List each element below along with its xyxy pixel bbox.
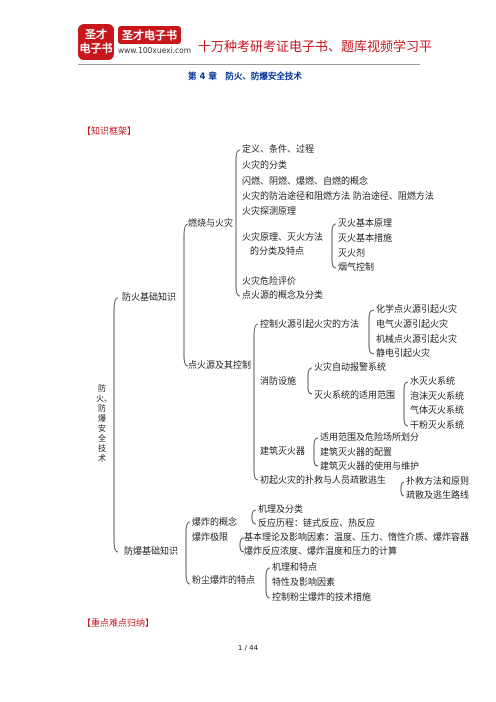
node-alarm: 火灾自动报警系统 bbox=[314, 363, 387, 373]
node-exp-reaction: 反应历程：链式反应、热反应 bbox=[258, 519, 376, 529]
logo-url: www.100xuexi.com bbox=[118, 46, 192, 55]
escape-bracket bbox=[400, 481, 405, 497]
node-dust-mechanism: 机理和特点 bbox=[272, 563, 318, 573]
node-system-scope: 灭火系统的适用范围 bbox=[314, 391, 396, 401]
node-ignition-concept: 点火源的概念及分类 bbox=[242, 291, 324, 301]
node-ext-config: 建筑灭火器的配置 bbox=[320, 448, 393, 458]
node-exp-calc: 爆炸反应浓度、爆炸温度和压力的计算 bbox=[244, 547, 398, 557]
node-definition: 定义、条件、过程 bbox=[242, 145, 315, 155]
node-mech: 机械点火源引起火灾 bbox=[376, 335, 458, 345]
combustion-bracket bbox=[235, 149, 241, 297]
node-ext-agent: 灭火剂 bbox=[338, 249, 366, 259]
node-detection: 火灾探测原理 bbox=[242, 207, 297, 217]
node-powder: 干粉灭火系统 bbox=[410, 421, 465, 431]
node-ext-measure: 灭火基本措施 bbox=[338, 234, 393, 244]
header-slogan: 十万种考研考证电子书、题库视频学习平 bbox=[198, 40, 433, 55]
node-rescue: 扑救方法和原则 bbox=[406, 477, 470, 487]
node-exp-limit: 爆炸极限 bbox=[192, 533, 229, 543]
root-label: 防火、防爆安全技术 bbox=[96, 384, 112, 463]
page-number: 1 / 44 bbox=[237, 644, 259, 652]
node-facility: 消防设施 bbox=[260, 377, 297, 387]
node-ext-principle: 灭火基本原理 bbox=[338, 219, 393, 229]
node-fire-class: 火灾的分类 bbox=[242, 161, 288, 171]
node-prevention: 火灾的防治途径和阻燃方法 防治途径、阻燃方法 bbox=[242, 192, 434, 202]
facility-bracket bbox=[307, 367, 313, 395]
limit-bracket bbox=[239, 537, 245, 553]
node-static: 静电引起火灾 bbox=[376, 349, 431, 359]
system-bracket bbox=[403, 381, 409, 427]
node-dust-factors: 特性及影响因素 bbox=[272, 578, 336, 588]
section-key-points: 【重点难点归纳】 bbox=[82, 619, 155, 629]
node-combustion: 燃烧与火灾 bbox=[188, 219, 234, 229]
node-ext-use: 建筑灭火器的使用与维护 bbox=[320, 462, 420, 472]
logo: 圣才 电子书 圣才电子书 www.100xuexi.com bbox=[78, 24, 191, 60]
node-ext-scope: 适用范围及危险场所划分 bbox=[320, 433, 420, 443]
ignition-bracket bbox=[253, 323, 259, 481]
node-fire-basics: 防火基础知识 bbox=[122, 293, 177, 303]
node-exp-mechanism: 机理及分类 bbox=[258, 505, 304, 515]
dust-bracket bbox=[265, 567, 271, 599]
node-risk: 火灾危险评价 bbox=[242, 277, 297, 287]
section-framework: 【知识框架】 bbox=[82, 127, 137, 137]
node-flash: 闪燃、阴燃、爆燃、自燃的概念 bbox=[242, 177, 369, 187]
node-escape: 初起火灾的扑救与人员疏散逃生 bbox=[260, 476, 387, 486]
node-water: 水灭火系统 bbox=[410, 377, 456, 387]
node-control-method: 控制火源引起火灾的方法 bbox=[260, 320, 360, 330]
node-elec: 电气火源引起火灾 bbox=[376, 320, 449, 330]
chapter-title: 第 4 章 防火、防爆安全技术 bbox=[188, 72, 302, 82]
control-bracket bbox=[368, 309, 375, 355]
node-ignition-control: 点火源及其控制 bbox=[188, 361, 252, 371]
node-chem: 化学点火源引起火灾 bbox=[376, 305, 458, 315]
node-smoke: 烟气控制 bbox=[338, 263, 375, 273]
node-explosion-basics: 防爆基础知识 bbox=[124, 547, 179, 557]
extinguisher-bracket bbox=[313, 437, 319, 467]
concept-bracket bbox=[251, 509, 257, 525]
node-dust-measures: 控制粉尘爆炸的技术措施 bbox=[272, 593, 372, 603]
node-foam: 泡沫灭火系统 bbox=[410, 392, 465, 402]
node-route: 疏散及逃生路线 bbox=[406, 491, 470, 501]
node-extinguisher: 建筑灭火器 bbox=[260, 447, 306, 457]
logo-mark: 圣才 电子书 bbox=[78, 24, 114, 60]
node-extinguish-b: 的分类及特点 bbox=[250, 247, 305, 257]
header-divider bbox=[78, 64, 420, 65]
node-extinguish-a: 火灾原理、灭火方法 bbox=[242, 233, 324, 243]
node-exp-concept: 爆炸的概念 bbox=[192, 518, 238, 528]
fire-bracket bbox=[183, 223, 189, 367]
explosion-bracket bbox=[185, 521, 191, 585]
node-dust: 粉尘爆炸的特点 bbox=[192, 576, 256, 586]
extinguish-bracket bbox=[331, 223, 337, 269]
node-exp-factors: 基本理论及影响因素：温度、压力、惰性介质、爆炸容器 bbox=[244, 533, 470, 543]
root-bracket bbox=[113, 297, 119, 553]
node-gas: 气体灭火系统 bbox=[410, 406, 465, 416]
logo-name: 圣才电子书 bbox=[118, 26, 181, 44]
